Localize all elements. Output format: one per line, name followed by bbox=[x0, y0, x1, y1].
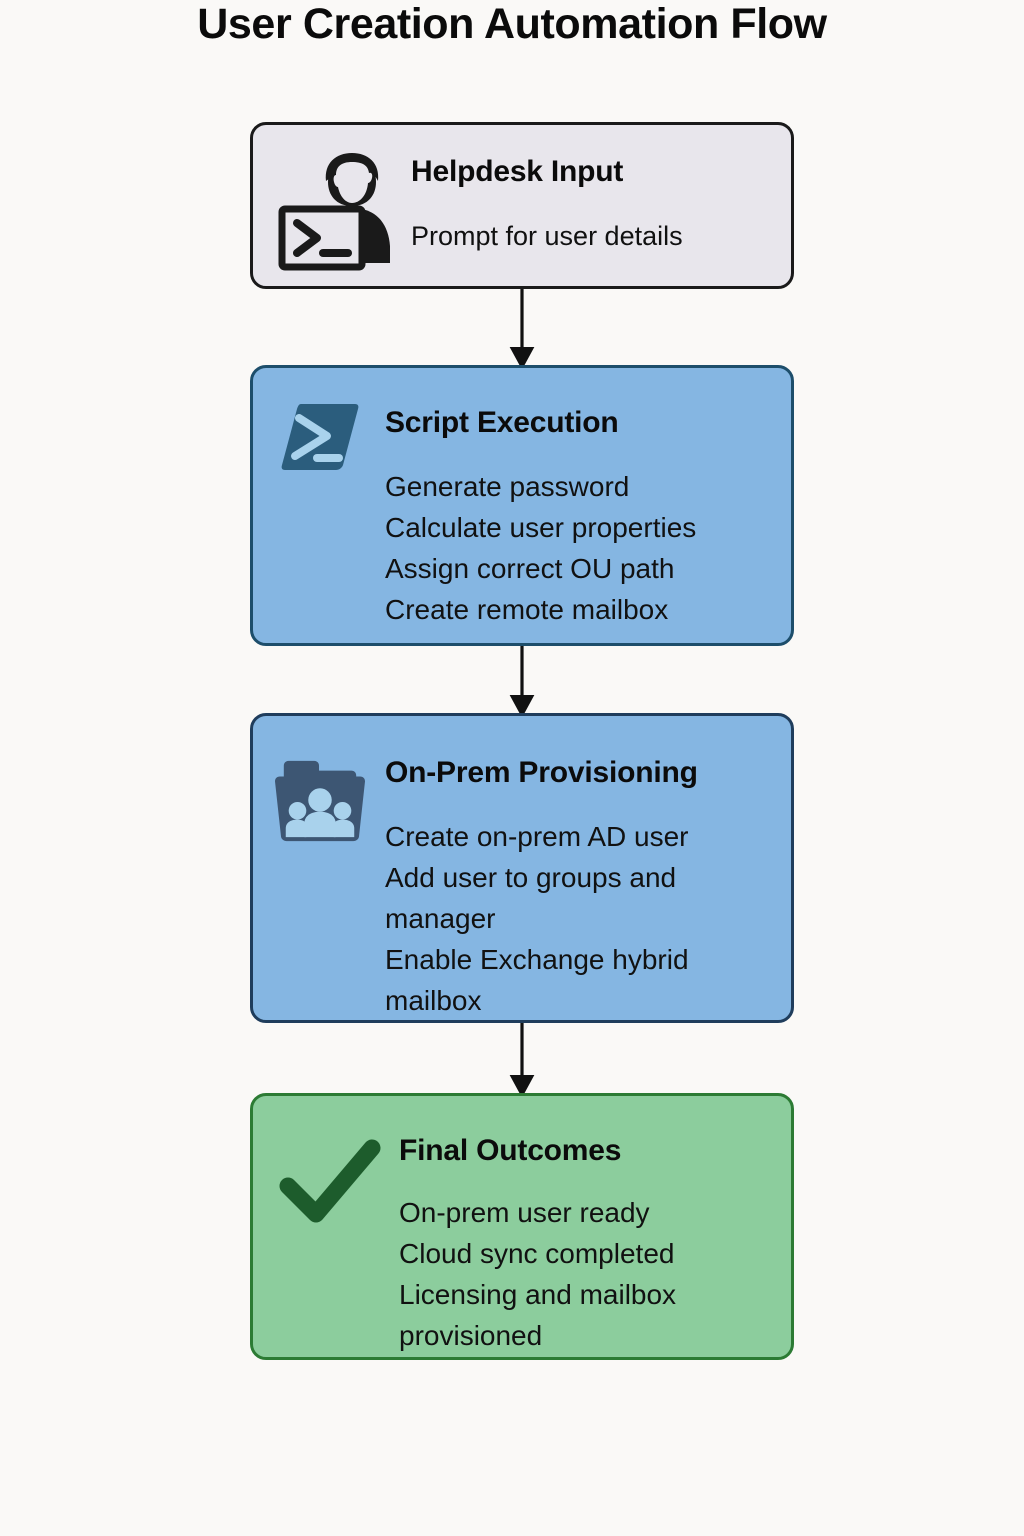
node-detail-line: Generate password bbox=[385, 471, 630, 502]
node-detail-lines: On-prem user ready Cloud sync completed … bbox=[399, 1168, 729, 1356]
node-detail-line: Calculate user properties bbox=[385, 512, 697, 543]
node-icon-wrap bbox=[275, 726, 365, 846]
node-text-wrap: Helpdesk Input Prompt for user details bbox=[403, 135, 773, 255]
node-detail-line: Prompt for user details bbox=[411, 221, 683, 251]
node-script-execution[interactable]: Script Execution Generate password Calcu… bbox=[250, 365, 794, 646]
node-icon-wrap bbox=[275, 378, 365, 472]
node-detail-lines: Create on-prem AD user Add user to group… bbox=[385, 790, 737, 1021]
node-detail-line: Cloud sync completed bbox=[399, 1238, 675, 1269]
node-detail-line: Add user to groups and manager bbox=[385, 862, 677, 934]
node-on-prem-provisioning[interactable]: On-Prem Provisioning Create on-prem AD u… bbox=[250, 713, 794, 1023]
node-detail-line: On-prem user ready bbox=[399, 1197, 650, 1228]
node-text-wrap: Script Execution Generate password Calcu… bbox=[365, 378, 777, 630]
node-text-wrap: Final Outcomes On-prem user ready Cloud … bbox=[385, 1106, 781, 1356]
node-detail-line: Enable Exchange hybrid mailbox bbox=[385, 944, 689, 1016]
user-terminal-icon bbox=[278, 153, 390, 271]
node-title: Final Outcomes bbox=[399, 1134, 622, 1167]
node-detail-lines: Prompt for user details bbox=[411, 189, 773, 255]
node-title: Script Execution bbox=[385, 406, 619, 439]
checkmark-icon bbox=[279, 1139, 381, 1223]
node-detail-lines: Generate password Calculate user propert… bbox=[385, 440, 777, 630]
node-final-outcomes[interactable]: Final Outcomes On-prem user ready Cloud … bbox=[250, 1093, 794, 1360]
powershell-icon bbox=[281, 404, 359, 470]
node-icon-wrap bbox=[275, 1106, 385, 1230]
node-title: On-Prem Provisioning bbox=[385, 756, 698, 789]
node-title: Helpdesk Input bbox=[411, 155, 624, 188]
node-detail-line: Assign correct OU path bbox=[385, 553, 675, 584]
page-title: User Creation Automation Flow bbox=[197, 0, 827, 48]
node-icon-wrap bbox=[275, 135, 403, 271]
folder-users-icon bbox=[275, 760, 365, 842]
node-helpdesk-input[interactable]: Helpdesk Input Prompt for user details bbox=[250, 122, 794, 289]
node-detail-line: Licensing and mailbox provisioned bbox=[399, 1279, 677, 1351]
node-detail-line: Create on-prem AD user bbox=[385, 821, 689, 852]
node-detail-line: Create remote mailbox bbox=[385, 594, 669, 625]
node-text-wrap: On-Prem Provisioning Create on-prem AD u… bbox=[365, 726, 781, 1021]
